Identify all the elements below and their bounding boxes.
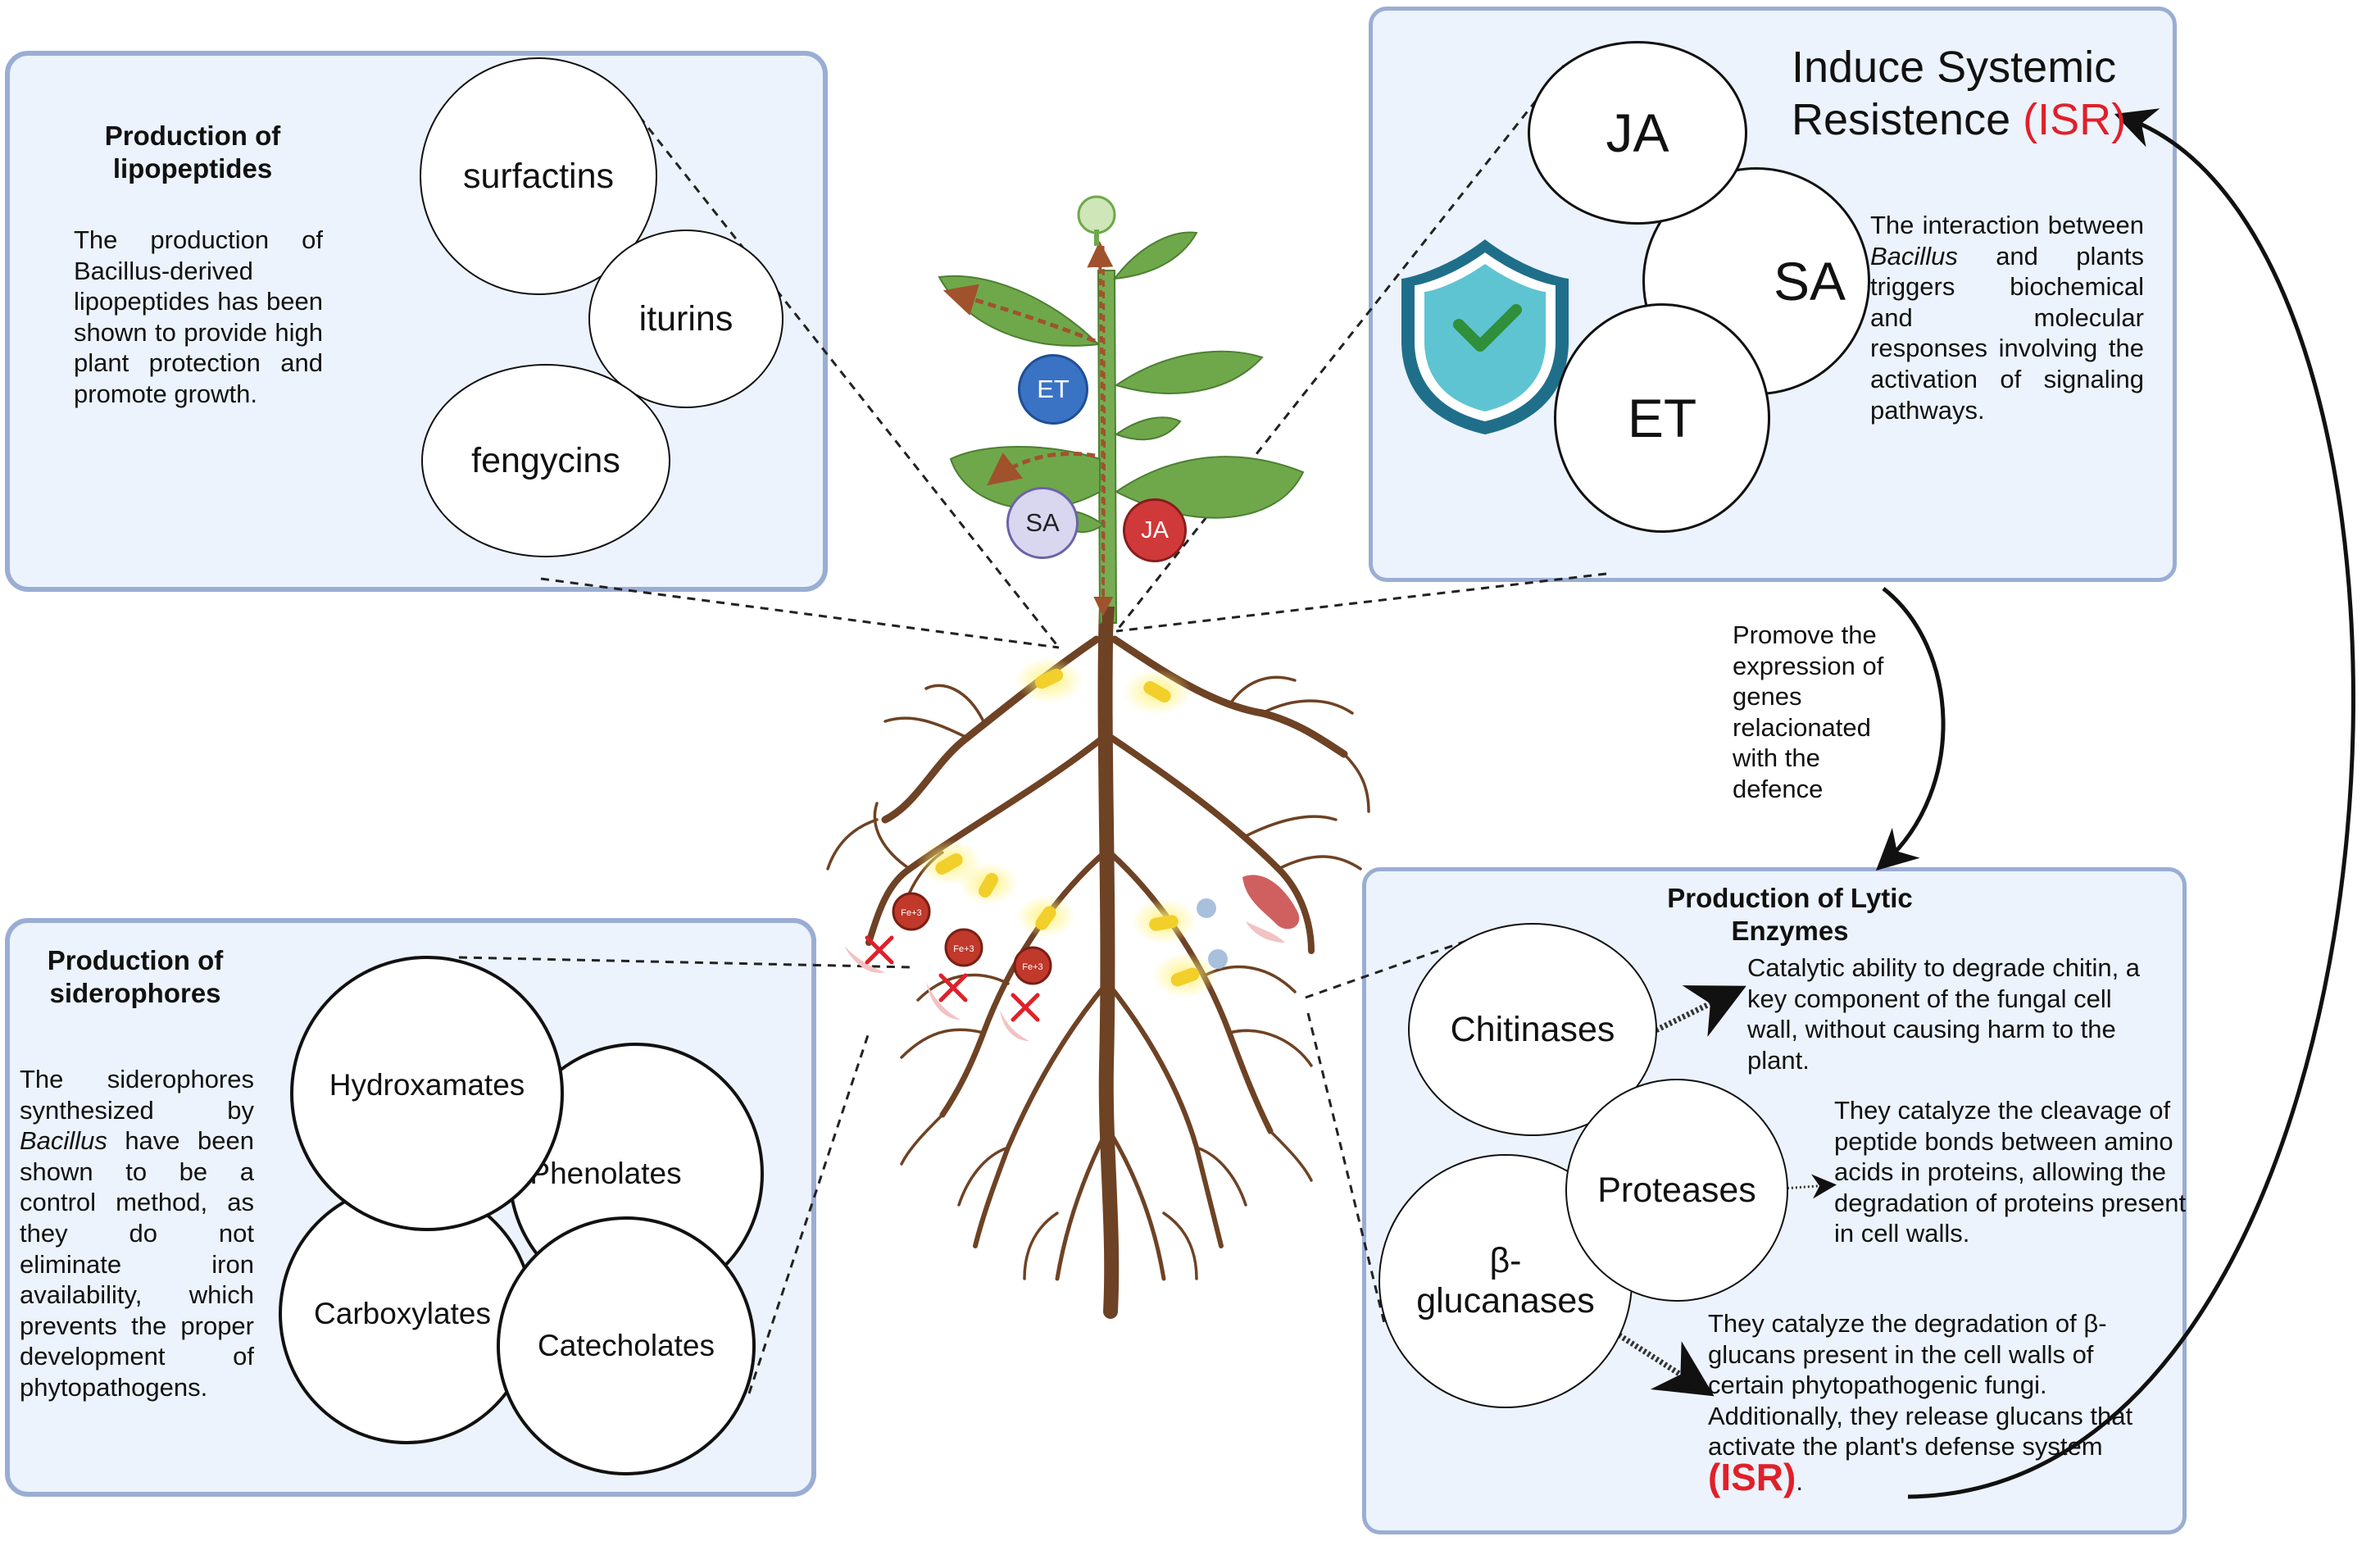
- circle-proteases: Proteases: [1565, 1079, 1788, 1302]
- iron-label-1: Fe+3: [901, 908, 921, 918]
- siderophores-description-prefix: The siderophores synthesized by: [20, 1065, 254, 1125]
- proteases-description: They catalyze the cleavage of peptide bo…: [1834, 1096, 2187, 1248]
- bacteria-cells: [935, 668, 1200, 987]
- ja-badge-label: JA: [1141, 516, 1169, 543]
- promote-curve-arrow: [1875, 587, 1946, 871]
- lytic-title-line2: Enzymes: [1731, 916, 1849, 946]
- beta-glucanases-label: β- glucanases: [1416, 1241, 1595, 1321]
- circle-catecholates: Catecholates: [497, 1216, 756, 1475]
- iron-label-3: Fe+3: [1022, 962, 1042, 972]
- et-circle-label: ET: [1627, 388, 1697, 448]
- et-badge-label: ET: [1037, 375, 1070, 403]
- chitinases-description: Catalytic ability to degrade chitin, a k…: [1747, 953, 2141, 1075]
- isr-description-italic: Bacillus: [1870, 241, 1958, 270]
- isr-title-highlight: (ISR): [2023, 95, 2127, 144]
- lipopeptides-title-line1: Production of: [104, 120, 281, 151]
- glucanases-description-end: system: [2022, 1432, 2103, 1461]
- isr-title: Induce Systemic Resistence (ISR): [1792, 41, 2177, 146]
- fungal-pathogen: [1197, 875, 1300, 969]
- proteases-label: Proteases: [1597, 1170, 1756, 1210]
- pathogen-fragments: [844, 921, 1285, 1041]
- ja-circle-label: JA: [1606, 102, 1669, 163]
- circle-chitinases: Chitinases: [1408, 923, 1657, 1136]
- iturins-label: iturins: [638, 298, 734, 339]
- chitinases-label: Chitinases: [1450, 1009, 1615, 1049]
- lytic-title-line1: Production of Lytic: [1667, 883, 1913, 913]
- isr-description: The interaction between Bacillus and pla…: [1870, 210, 2144, 425]
- ja-badge: JA: [1123, 498, 1187, 562]
- plant-root-hairs: [826, 675, 1370, 1280]
- shield-icon: [1401, 239, 1569, 434]
- iron-label-2: Fe+3: [953, 944, 974, 954]
- sa-badge: SA: [1006, 487, 1079, 559]
- surfactins-label: surfactins: [462, 156, 614, 196]
- promote-genes-text: Promove the expression of genes relacion…: [1733, 620, 1884, 803]
- siderophores-description-italic: Bacillus: [20, 1126, 107, 1156]
- et-badge: ET: [1018, 354, 1088, 425]
- circle-et: ET: [1554, 303, 1770, 533]
- siderophores-title-line2: siderophores: [49, 978, 221, 1008]
- glucanases-description: They catalyze the degradation of β-gluca…: [1708, 1308, 2142, 1498]
- beta-glucanases-line1: β-: [1489, 1241, 1522, 1280]
- lipopeptides-title-line2: lipopeptides: [112, 153, 273, 184]
- plant-shoot: [938, 195, 1305, 656]
- red-x-marks: [865, 935, 1040, 1022]
- isr-title-line2: Resistence (ISR): [1792, 93, 2177, 146]
- lytic-title: Production of Lytic Enzymes: [1651, 882, 1929, 948]
- iron-molecules: [892, 892, 1052, 985]
- carboxylates-label: Carboxylates: [314, 1297, 491, 1330]
- isr-title-prefix: Resistence: [1792, 95, 2011, 144]
- beta-glucanases-line2: glucanases: [1416, 1281, 1595, 1321]
- circle-hydroxamates: Hydroxamates: [290, 956, 564, 1231]
- siderophores-title: Production of siderophores: [25, 944, 246, 1010]
- fengycins-label: fengycins: [471, 440, 620, 480]
- glucanases-isr-highlight: (ISR): [1708, 1455, 1796, 1498]
- sa-badge-label: SA: [1025, 508, 1060, 537]
- lipopeptides-description: The production of Bacillus-derived lipop…: [74, 225, 323, 408]
- circle-iturins: iturins: [588, 230, 783, 408]
- isr-description-prefix: The interaction between: [1870, 211, 2144, 239]
- glucanases-description-main: They catalyze the degradation of β-gluca…: [1708, 1309, 2133, 1461]
- glucanases-period: .: [1796, 1466, 1803, 1496]
- circle-ja: JA: [1528, 41, 1747, 225]
- siderophores-description: The siderophores synthesized by Bacillus…: [20, 1064, 254, 1403]
- plant-roots: [865, 599, 1348, 1319]
- isr-title-line1: Induce Systemic: [1792, 43, 2117, 92]
- sa-circle-label: SA: [1773, 251, 1846, 311]
- lipopeptides-title: Production of lipopeptides: [74, 120, 311, 185]
- isr-feedback-arrow: [1907, 108, 2355, 1499]
- hydroxamates-label: Hydroxamates: [329, 1068, 525, 1102]
- siderophores-description-suffix: have been shown to be a control method, …: [20, 1126, 254, 1402]
- isr-description-suffix: and plants triggers biochemical and mole…: [1870, 241, 2144, 425]
- siderophores-title-line1: Production of: [47, 945, 224, 975]
- circle-fengycins: fengycins: [421, 364, 670, 557]
- catecholates-label: Catecholates: [538, 1329, 715, 1362]
- phenolates-label: Phenolates: [529, 1157, 682, 1190]
